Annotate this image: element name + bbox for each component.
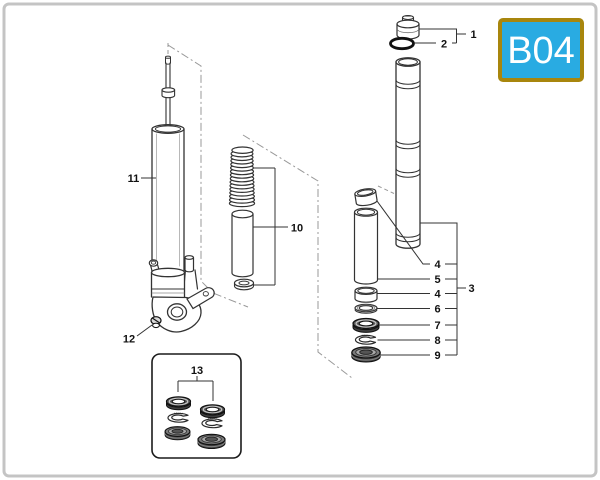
part-1-fork-cap: [396, 14, 420, 40]
part-4-bushing-upper: [354, 188, 378, 207]
part-7-oil-seal: [352, 317, 380, 334]
badge-background: [498, 18, 584, 82]
callout-4-upper: 4: [434, 259, 441, 271]
callout-5: 5: [434, 274, 440, 286]
spring-spacer-tube: [231, 209, 254, 278]
callout-4-lower: 4: [434, 289, 441, 301]
part-9-dust-seal: [351, 346, 381, 363]
part-5-guide-tube: [353, 207, 379, 285]
callout-1: 1: [470, 29, 476, 41]
kit-dust-seal-left: [164, 426, 191, 441]
kit-dust-seal-right: [197, 433, 226, 450]
assembly-axis-lines: [167, 43, 395, 379]
callout-8: 8: [434, 335, 440, 347]
page-code-badge[interactable]: B04: [498, 18, 584, 82]
part-10-spring-kit: [228, 146, 256, 291]
damper-body: [151, 124, 185, 272]
kit-oil-seal-left: [165, 396, 192, 411]
callout-3: 3: [468, 283, 474, 295]
slider-clamp: [150, 267, 186, 298]
callout-10: 10: [291, 223, 303, 235]
damper-rod: [161, 55, 176, 127]
right-fork-tube-group: [351, 14, 421, 363]
part-6-washer: [354, 303, 378, 314]
axle-housing: [151, 287, 215, 333]
callout-9: 9: [434, 350, 440, 362]
spring-seat-washer: [233, 278, 255, 291]
callout-12: 12: [123, 334, 135, 346]
part-12-drain-bolt: [150, 316, 162, 329]
callout-13: 13: [191, 365, 203, 377]
kit-oil-seal-right: [199, 404, 226, 419]
badge-label: B04: [507, 30, 575, 72]
part-11-damper-assembly: [148, 55, 215, 333]
part-4-bushing-lower: [354, 286, 378, 303]
callout-11: 11: [128, 173, 140, 185]
brake-horn: [186, 287, 215, 310]
callout-labels: 1 2 3 4 5 4 6 7 8 9 10 11 12 13: [123, 29, 477, 377]
callout-leader-lines: [136, 28, 466, 356]
callout-6: 6: [434, 304, 440, 316]
part-13-seal-kit-box: [151, 353, 242, 459]
callout-2: 2: [441, 39, 447, 51]
part-2-o-ring: [389, 36, 415, 51]
fork-spring: [228, 146, 256, 208]
callout-7: 7: [434, 320, 440, 332]
fork-stanchion-tube: [395, 57, 421, 249]
